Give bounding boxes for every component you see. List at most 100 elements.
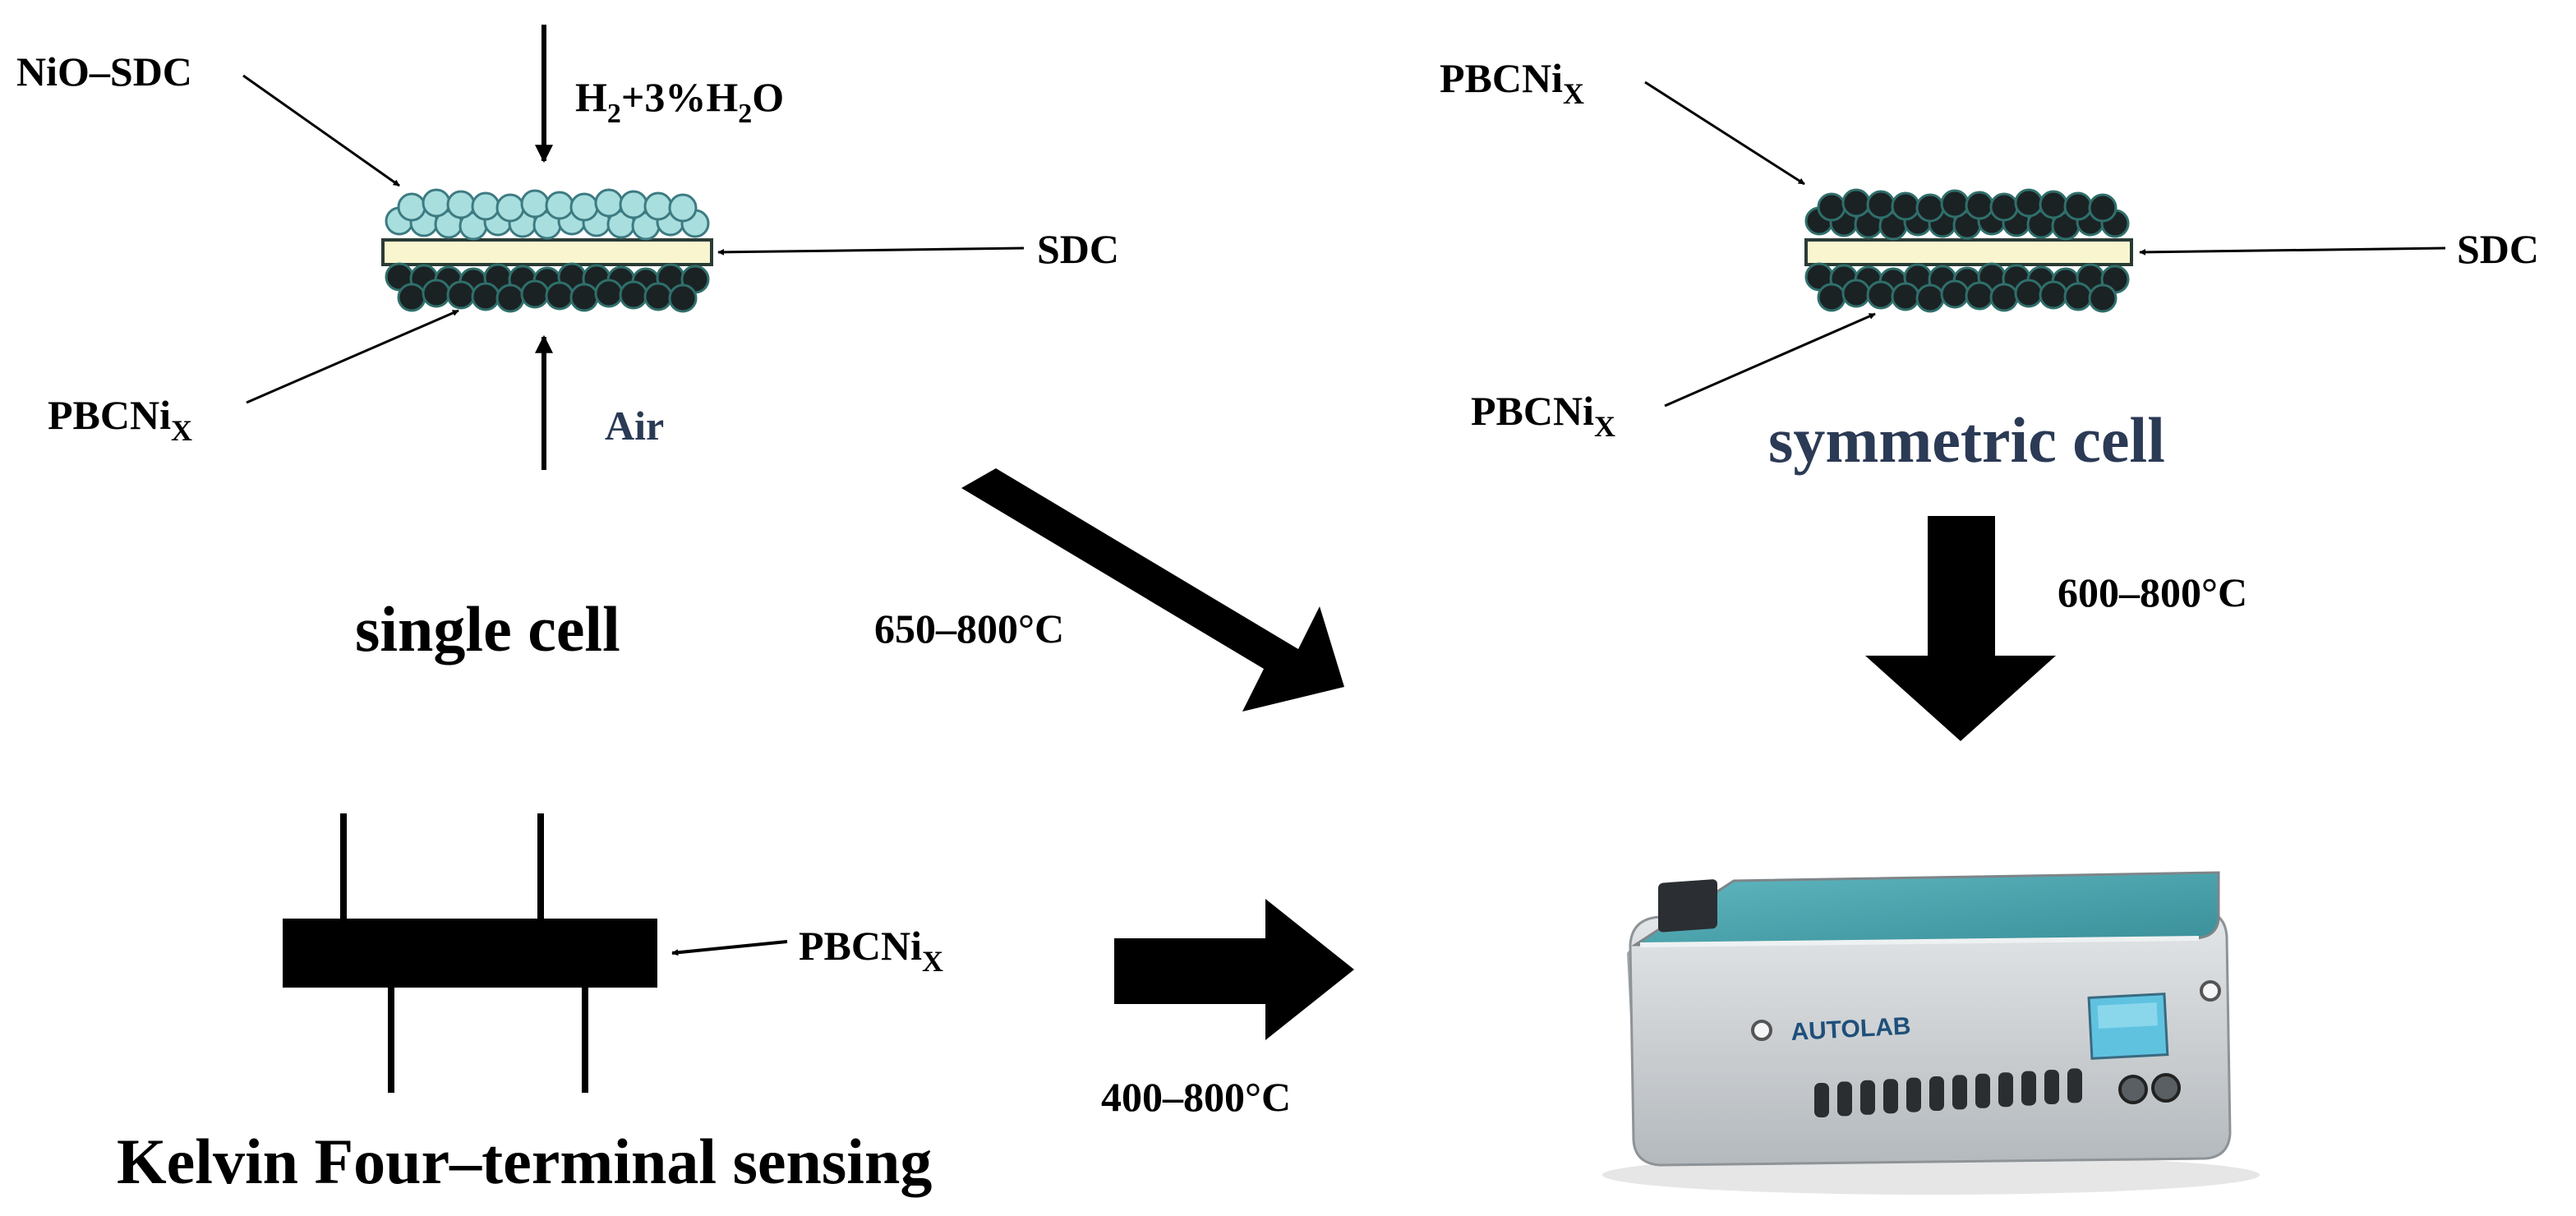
instrument-knob-right [2200, 980, 2221, 1002]
single-cell-anode-layer [385, 188, 710, 241]
instrument-bnc-1 [2118, 1075, 2148, 1104]
anode-particle [495, 193, 525, 223]
symmetric-cell-temperature: 600–800°C [2058, 569, 2247, 615]
electrode-particle [2014, 279, 2044, 308]
cathode-particle [594, 279, 624, 308]
cathode-pointer-line [246, 309, 459, 404]
electrode-particle [1817, 283, 1846, 312]
cathode-particle [643, 282, 673, 311]
electrode-particle [1866, 190, 1896, 219]
single-cell-temperature: 650–800°C [874, 606, 1064, 652]
kelvin-to-instrument-arrow [1114, 899, 1354, 1040]
symmetric-cell-electrolyte [1804, 238, 2133, 266]
electrode-particle [2039, 190, 2068, 219]
anode-particle [619, 190, 648, 219]
anode-particle [446, 190, 476, 219]
symmetric-cell-to-instrument-arrow [1865, 516, 2056, 741]
electrode-particle [1989, 283, 2019, 312]
instrument-connector-slot [2067, 1068, 2082, 1103]
anode-particle [643, 191, 673, 221]
electrode-particle [1891, 282, 1920, 311]
electrode-particle [1866, 280, 1896, 310]
electrode-particle [1989, 192, 2019, 222]
anode-particle [569, 192, 599, 222]
symmetric-cell-title: symmetric cell [1768, 404, 2165, 476]
instrument-connector-slot [1929, 1076, 1944, 1111]
single-electrolyte-label: SDC [1037, 226, 1119, 272]
cathode-particle [569, 283, 599, 312]
instrument-connector-slot [1975, 1073, 1990, 1108]
instrument-body [1629, 910, 2232, 1167]
anode-label: NiO–SDC [16, 48, 192, 94]
electrode-particle [1940, 189, 1970, 219]
sym-electrolyte-label: SDC [2457, 226, 2539, 272]
electrode-particle [1940, 279, 1970, 309]
anode-particle [422, 188, 451, 218]
cathode-particle [545, 281, 574, 311]
instrument-connectors [1814, 1068, 2082, 1117]
air-label: Air [605, 403, 664, 449]
instrument-connector-slot [1906, 1077, 1921, 1112]
instrument-connector-slot [2021, 1071, 2036, 1106]
instrument-connector-slot [1837, 1081, 1852, 1117]
instrument-bnc-2 [2151, 1073, 2181, 1103]
electrolyte-pointer-line [717, 246, 1025, 256]
cathode-particle [495, 283, 525, 313]
electrode-particle [2039, 280, 2068, 310]
sym-top-pointer-line [1644, 81, 1805, 186]
electrode-particle [1841, 188, 1871, 218]
electrode-particle [2088, 283, 2117, 313]
cathode-particle [668, 283, 698, 313]
instrument-connector-slot [1952, 1075, 1967, 1110]
electrode-particle [1817, 192, 1846, 222]
electrode-particle [1915, 283, 1945, 313]
kelvin-sample-pointer-line [671, 940, 788, 956]
instrument-side-vent [1658, 879, 1717, 933]
cathode-particle [422, 279, 451, 308]
electrode-particle [2088, 193, 2117, 223]
symmetric-cell-group: PBCNiX SDC PBCNiX symmetric cell [1440, 55, 2539, 476]
kelvin-sample-bar [283, 919, 657, 988]
electrode-particle [2063, 282, 2093, 311]
instrument-brand: AUTOLAB [1790, 1012, 1912, 1046]
anode-particle [397, 192, 426, 222]
electrode-particle [2014, 188, 2044, 218]
cathode-particle [471, 282, 500, 311]
kelvin-title: Kelvin Four–terminal sensing [117, 1126, 932, 1197]
symmetric-cell-top-electrode [1804, 188, 2130, 241]
cathode-particle [446, 280, 476, 310]
cathode-particle [619, 280, 648, 310]
anode-particle [545, 191, 574, 220]
instrument-connector-slot [1814, 1083, 1829, 1117]
electrode-particle [1965, 191, 1994, 220]
kelvin-sample-label: PBCNiX [799, 923, 943, 978]
instrument-connector-slot [1883, 1079, 1898, 1114]
anode-particle [668, 193, 698, 223]
single-cell-to-instrument-arrow [961, 468, 1344, 712]
anode-particle [471, 191, 500, 221]
anode-pointer-line [242, 74, 400, 187]
cathode-label: PBCNiX [48, 392, 192, 447]
single-cell-electrolyte [381, 238, 713, 266]
single-cell-title: single cell [355, 593, 620, 665]
autolab-instrument: AUTOLAB [1602, 871, 2260, 1195]
fuel-label: H2+3%H2O [575, 74, 784, 129]
anode-particle [594, 188, 624, 218]
instrument-knob-left [1751, 1020, 1772, 1041]
electrode-particle [1841, 279, 1871, 308]
sym-top-label: PBCNiX [1440, 55, 1584, 110]
cathode-particle [397, 283, 426, 312]
electrode-particle [1891, 191, 1920, 221]
instrument-connector-slot [1998, 1072, 2013, 1108]
instrument-connector-slot [2044, 1070, 2059, 1104]
cathode-particle [520, 279, 550, 309]
single-cell-cathode-layer [385, 262, 710, 313]
electrode-particle [1965, 281, 1994, 311]
anode-particle [520, 189, 550, 219]
single-cell-group: NiO–SDC H2+3%H2O SDC PBCNiX Air single c… [16, 25, 1119, 665]
sym-bottom-label: PBCNiX [1471, 388, 1615, 443]
sym-bottom-pointer-line [1664, 312, 1876, 408]
kelvin-temperature: 400–800°C [1101, 1074, 1291, 1120]
instrument-top-panel [1630, 871, 2220, 947]
